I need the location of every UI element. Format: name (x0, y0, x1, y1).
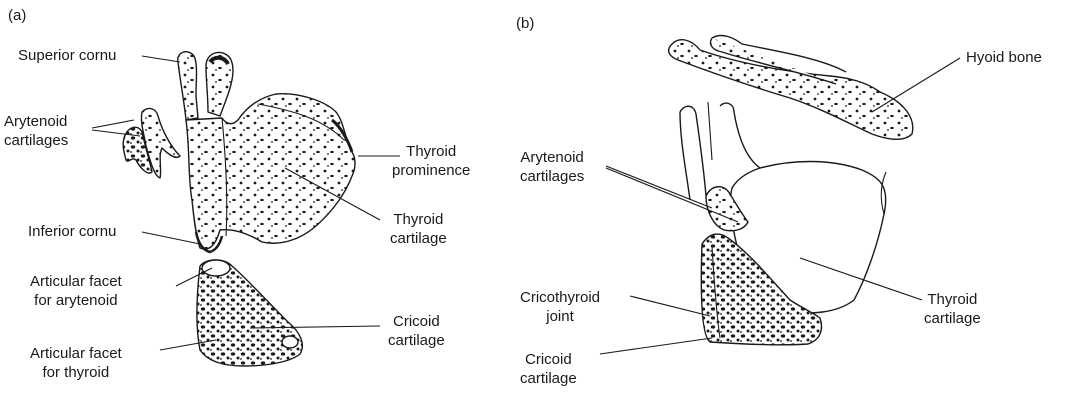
label-cricoid-b-line2: cartilage (520, 369, 577, 388)
label-thyroid-cartilage-a-line2: cartilage (390, 229, 447, 248)
label-thyroid-prominence: Thyroid prominence (392, 142, 470, 180)
superior-cornu-left (178, 52, 198, 120)
label-thyroid-cartilage-a-line1: Thyroid (390, 210, 447, 229)
label-thyroid-cartilage-b: Thyroid cartilage (924, 290, 981, 328)
label-thyroid-prominence-line2: prominence (392, 161, 470, 180)
label-cricothyroid-joint: Cricothyroid joint (520, 288, 600, 326)
label-thyroid-prominence-line1: Thyroid (392, 142, 470, 161)
label-cricothyroid-line2: joint (520, 307, 600, 326)
label-articular-facet-thyroid: Articular facet for thyroid (30, 344, 122, 382)
label-cricoid-a-line1: Cricoid (388, 312, 445, 331)
label-cricoid-b-line1: Cricoid (520, 350, 577, 369)
panel-a-drawing (92, 52, 400, 366)
label-arytenoid-cartilages-b: Arytenoid cartilages (520, 148, 584, 186)
label-cricoid-a-line2: cartilage (388, 331, 445, 350)
label-cricothyroid-line1: Cricothyroid (520, 288, 600, 307)
articular-facet-arytenoid (202, 260, 230, 276)
label-thyroid-cartilage-b-line2: cartilage (924, 309, 981, 328)
panel-b-drawing (600, 36, 960, 354)
label-facet-arytenoid-line2: for arytenoid (30, 291, 122, 310)
articular-facet-thyroid (282, 336, 298, 348)
label-arytenoid-cartilages-a: Arytenoid cartilages (4, 112, 68, 150)
label-facet-thyroid-line2: for thyroid (30, 363, 122, 382)
label-cricoid-cartilage-a: Cricoid cartilage (388, 312, 445, 350)
label-facet-arytenoid-line1: Articular facet (30, 272, 122, 291)
label-arytenoid-a-line2: cartilages (4, 131, 68, 150)
panel-a-tag: (a) (8, 6, 26, 25)
label-thyroid-cartilage-a: Thyroid cartilage (390, 210, 447, 248)
label-hyoid-bone: Hyoid bone (966, 48, 1042, 67)
label-cricoid-cartilage-b: Cricoid cartilage (520, 350, 577, 388)
label-inferior-cornu: Inferior cornu (28, 222, 116, 241)
label-thyroid-cartilage-b-line1: Thyroid (924, 290, 981, 309)
label-arytenoid-b-line2: cartilages (520, 167, 584, 186)
thyroid-cartilage-a (186, 94, 355, 249)
label-facet-thyroid-line1: Articular facet (30, 344, 122, 363)
label-arytenoid-b-line1: Arytenoid (520, 148, 584, 167)
label-superior-cornu: Superior cornu (18, 46, 116, 65)
panel-b-tag: (b) (516, 14, 534, 33)
label-articular-facet-arytenoid: Articular facet for arytenoid (30, 272, 122, 310)
label-arytenoid-a-line1: Arytenoid (4, 112, 68, 131)
